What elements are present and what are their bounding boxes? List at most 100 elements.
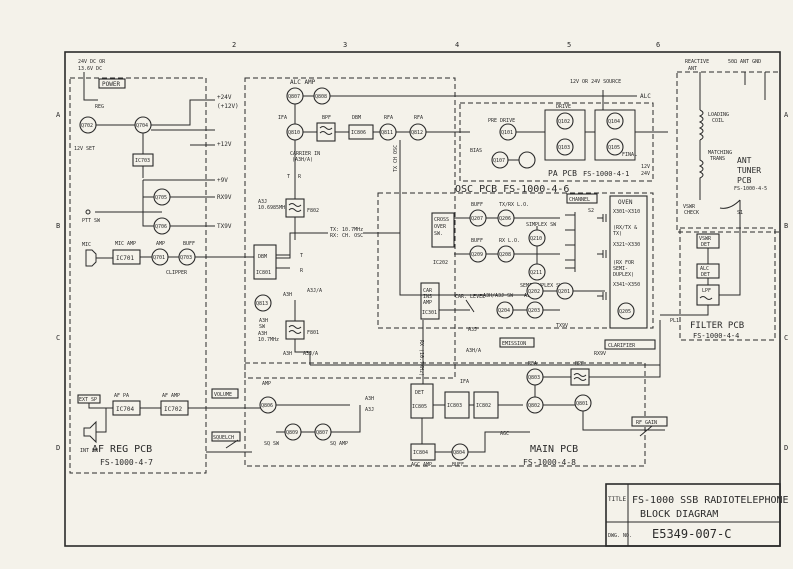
zone-row-c: C (56, 334, 60, 342)
ic702-label: IC702 (164, 406, 182, 413)
q211-label: Q211 (530, 270, 542, 276)
vswr-det-label-2: DET (701, 242, 710, 248)
lpf-symbol (699, 296, 713, 300)
clarifier-box[interactable] (604, 339, 656, 350)
buff-label: BUFF (183, 241, 195, 247)
a3h-a-label: A3H/A (466, 348, 481, 354)
car-level-pot[interactable] (439, 299, 475, 313)
zone-row-b: B (56, 222, 60, 230)
xtal-rx-label-3: TX) (613, 231, 622, 237)
tuner-title-2: TUNER (737, 166, 761, 175)
vswr-check-label-1: VSWR (683, 204, 696, 210)
zone-col-3: 3 (343, 41, 347, 49)
osc-pcb-outline (377, 192, 654, 329)
rfa-label: RFA (384, 115, 393, 121)
zone-col-2: 2 (232, 41, 236, 49)
q101-label: Q101 (501, 130, 513, 136)
af-reg-pcb-outline (69, 77, 207, 474)
switch-rails (95, 180, 215, 227)
q706-label: Q706 (155, 224, 167, 230)
rfa-main-label: RFA (528, 361, 537, 367)
agc-label: AGC (500, 431, 509, 437)
x341-label: X341~X350 (613, 282, 640, 288)
zone-row-d-right: D (784, 444, 788, 452)
supply-label-2: 13.6V DC (78, 66, 102, 72)
rail-9v: +9V (217, 177, 228, 184)
crystal-symbols (597, 214, 607, 300)
squelch-box[interactable] (211, 431, 241, 442)
vswr-det-label-1: VSWR (699, 236, 712, 242)
q808-label: Q808 (315, 94, 327, 100)
q813-circle (254, 294, 272, 312)
ic902-label: IC802 (476, 403, 491, 409)
ic701-label: IC701 (116, 255, 134, 262)
r-label-1: R (298, 174, 302, 180)
car-ins-label-2: INS (423, 294, 432, 300)
tx9v-osc-label: TX9V (556, 323, 568, 329)
bpf-label: BPF (322, 115, 331, 121)
dbm-label: DBM (352, 115, 361, 121)
power-switch-box (98, 78, 126, 89)
buff-main-label: BUFF (452, 462, 464, 468)
volume-box[interactable] (211, 388, 239, 399)
bpf-main-label: BPF (575, 361, 584, 367)
loading-coil-symbol (698, 109, 704, 141)
ext-sp-label: EXT SP (79, 397, 97, 403)
buff-osc-label-1: BUFF (471, 202, 483, 208)
mic-amp-label: MIC AMP (115, 241, 136, 247)
af-reg-pcb-number: FS-1000-4-7 (100, 458, 153, 467)
diagram-subtitle: BLOCK DIAGRAM (640, 509, 718, 520)
emission-label[interactable]: EMISSION (502, 341, 526, 347)
agc-wires (421, 418, 530, 453)
tx-osc-label-1: TX: 10.7MHz (330, 227, 363, 233)
squelch-label[interactable]: SQUELCH (213, 435, 234, 441)
zone-row-d: D (56, 444, 60, 452)
volume-label[interactable]: VOLUME (214, 392, 232, 398)
channel-label[interactable]: CHANNEL (569, 197, 590, 203)
lpf-label: LPF (702, 288, 711, 294)
q206-label: Q206 (499, 216, 511, 222)
ic801-out (276, 254, 290, 269)
rf-gain-label[interactable]: RF GAIN (636, 420, 657, 426)
tuner-number: FS-1000-4-5 (734, 186, 767, 192)
osc-vertical (399, 140, 410, 296)
power-switch-label: POWER (102, 81, 120, 88)
q102-circle (556, 112, 574, 130)
q704-label: Q704 (136, 123, 148, 129)
pa-pcb-number: FS-1000-4-1 (583, 170, 629, 178)
ic801-label: IC801 (256, 270, 271, 276)
a3h-sw-label-1: A3H (259, 318, 268, 324)
int-sp-label: INT SP (80, 448, 98, 454)
q812-label: Q812 (411, 130, 423, 136)
pl1-label: PL1 (670, 318, 679, 324)
bias-label: BIAS (470, 148, 482, 154)
q107-label: Q107 (493, 158, 505, 164)
rail-tx9v: TX9V (217, 223, 232, 230)
s1-switch[interactable] (719, 199, 741, 209)
f802-box (285, 198, 305, 218)
clarifier-label[interactable]: CLARIFIER (608, 343, 636, 349)
q104-circle (606, 112, 624, 130)
reg-label: REG (95, 104, 104, 110)
cross-label-3: SW. (434, 231, 443, 237)
channel-box[interactable] (566, 193, 598, 204)
cross-label-1: CROSS (434, 217, 449, 223)
sq-amp-label: SQ AMP (330, 441, 348, 447)
mic-amp2-label: AMP (156, 241, 165, 247)
a3h-main-label: A3H (365, 396, 374, 402)
a3h-sw-label-2: SW (259, 324, 266, 330)
diagram-title: FS-1000 SSB RADIOTELEPHONE (632, 495, 789, 506)
q207-label: Q207 (471, 216, 483, 222)
bpf-box (316, 122, 336, 142)
emission-box[interactable] (499, 337, 535, 348)
xtal-321-label-3: SEMI- (613, 266, 628, 272)
alc-det-label-2: DET (701, 272, 710, 278)
ic704-label: IC704 (116, 406, 134, 413)
zone-row-a: A (56, 111, 61, 119)
ic703-out (142, 166, 215, 181)
rf-gain-box[interactable] (631, 416, 668, 427)
pa-24v-label: 24V (641, 171, 650, 177)
q805-label: Q807 (316, 430, 328, 436)
clipper-label: CLIPPER (166, 270, 188, 276)
final-frame (594, 109, 636, 161)
